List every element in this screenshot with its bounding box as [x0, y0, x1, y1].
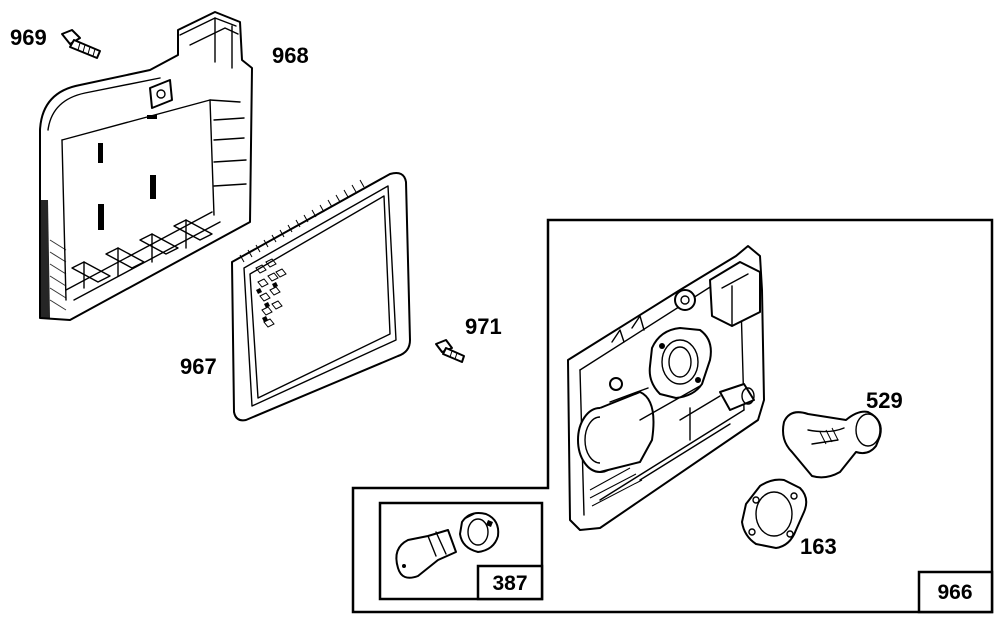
kit-387-parts-drawing — [395, 512, 500, 579]
callout-968: 968 — [272, 43, 309, 68]
callout-529: 529 — [866, 388, 903, 413]
callout-971: 971 — [465, 314, 502, 339]
kit-387-outline — [378, 501, 544, 601]
filter-967-drawing — [231, 172, 411, 422]
callout-163: 163 — [800, 534, 837, 559]
air-cleaner-base-drawing — [567, 245, 765, 531]
kit-387-label-box — [476, 564, 544, 601]
gasket-163-drawing — [741, 478, 808, 549]
elbow-529-drawing — [782, 410, 882, 479]
kit-966-label: 966 — [937, 581, 972, 604]
callout-967: 967 — [180, 354, 217, 379]
kit-966-label-box — [917, 570, 994, 614]
screw-971-drawing — [435, 339, 465, 363]
screw-969-drawing — [61, 29, 101, 59]
cover-968-drawing — [39, 11, 253, 321]
kit-966-outline — [351, 218, 994, 614]
kit-387-label: 387 — [492, 572, 527, 595]
callout-969: 969 — [10, 25, 47, 50]
